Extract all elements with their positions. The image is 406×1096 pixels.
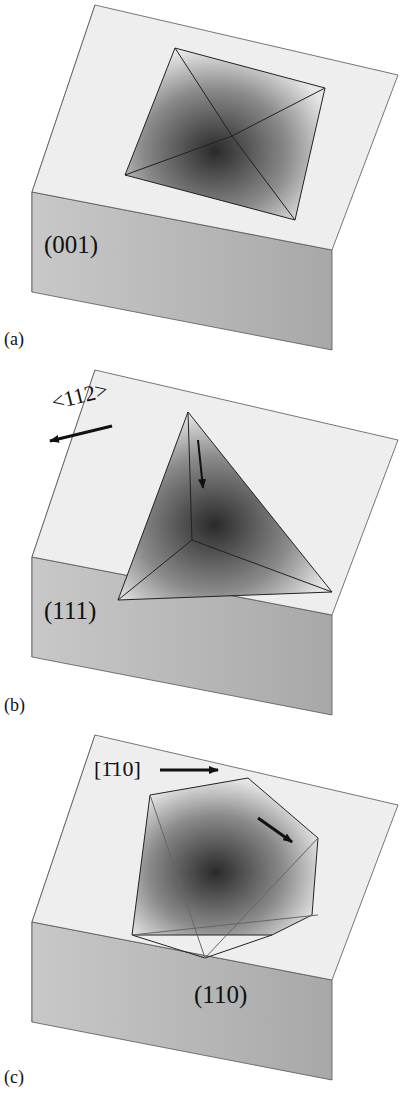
block-top-face <box>32 735 398 980</box>
direction-label: [1̄10] <box>94 758 141 780</box>
plane-label: (111) <box>44 598 96 623</box>
block-top-face <box>32 5 398 250</box>
block-top-face <box>32 370 398 615</box>
plane-label: (110) <box>194 982 247 1007</box>
irregular-pit <box>132 770 318 958</box>
panel-label: (a) <box>4 330 24 348</box>
plane-label: (001) <box>44 232 98 257</box>
pyramid-pit <box>125 48 325 220</box>
panel-label: (b) <box>4 696 25 714</box>
panel-label: (c) <box>4 1068 24 1086</box>
triangular-pit <box>50 412 332 600</box>
